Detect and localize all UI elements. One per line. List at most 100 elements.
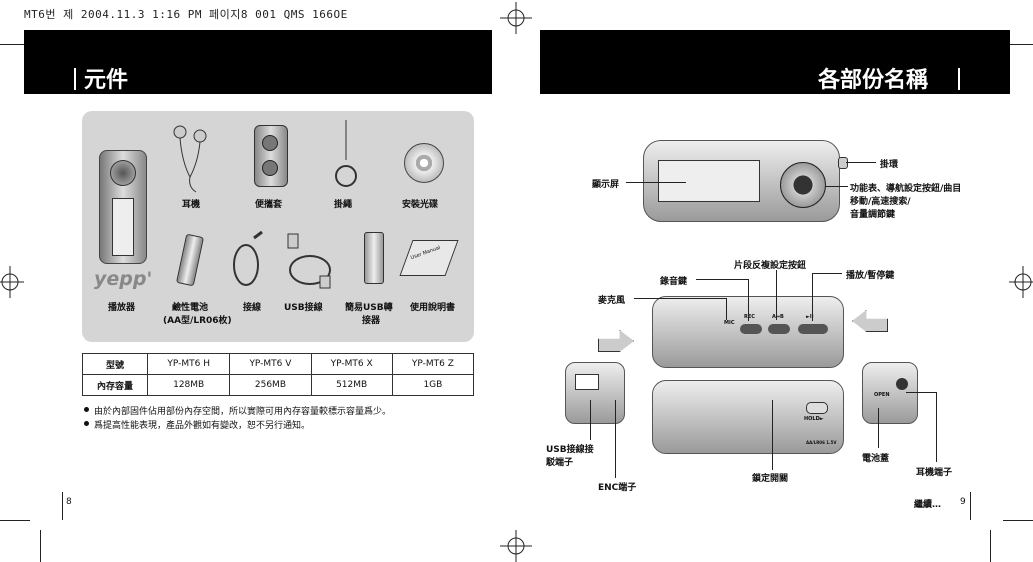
caption-earphones: 耳機 [182, 200, 201, 210]
play-button [798, 324, 828, 334]
table-cell: YP-MT6 Z [391, 353, 475, 375]
note-2: 爲提高性能表現，產品外觀如有變改，恕不另行通知。 [94, 421, 311, 431]
device-end-left [565, 362, 625, 424]
earphones-icon [173, 125, 207, 193]
leader-line [726, 298, 727, 320]
leader-line [936, 392, 937, 462]
caption-player: 播放器 [108, 303, 136, 313]
device-play-text: ►II [806, 314, 814, 320]
label-play-pause: 播放/暫停鍵 [846, 271, 895, 281]
page-rule [62, 492, 63, 520]
device-end-right [862, 362, 918, 424]
usb-adapter-image [364, 232, 384, 284]
caption-case: 便攜套 [255, 200, 283, 210]
caption-cd: 安裝光碟 [402, 200, 439, 210]
title-divider [74, 68, 76, 90]
left-page-title: 元件 [84, 68, 129, 93]
table-row: 型號 YP-MT6 H YP-MT6 V YP-MT6 X YP-MT6 Z [82, 353, 475, 375]
arrow-right-icon [852, 310, 888, 332]
device-mic-text: MIC [724, 320, 735, 326]
yepp-logo: yepp' [94, 268, 153, 290]
label-display: 顯示屏 [592, 180, 620, 190]
bullet-icon [84, 421, 89, 426]
registration-mark-icon [0, 266, 24, 298]
device-battery-text: AA/LR06 1.5V [806, 440, 837, 445]
arrow-left-icon [598, 330, 634, 352]
table-cell: 內存容量 [82, 374, 148, 396]
label-earphone-jack: 耳機端子 [916, 468, 953, 478]
table-cell: 256MB [229, 374, 312, 396]
label-enc: ENC端子 [598, 483, 637, 493]
leader-line [826, 186, 848, 187]
label-ab-repeat: 片段反複設定按鈕 [734, 261, 807, 271]
print-header: MT6번 제 2004.11.3 1:16 PM 페이지8 001 QMS 16… [24, 8, 348, 21]
leader-line [615, 400, 616, 478]
continue-text: 繼續… [914, 500, 942, 510]
table-row: 內存容量 128MB 256MB 512MB 1GB [82, 374, 475, 396]
crop-mark [990, 530, 991, 562]
strap-hook [838, 157, 848, 169]
hold-switch [806, 402, 828, 414]
cd-image [404, 143, 444, 183]
earphone-jack-icon [896, 378, 908, 390]
crop-mark [1003, 520, 1033, 521]
leader-line [626, 182, 686, 183]
table-cell: 512MB [310, 374, 393, 396]
leader-line [812, 273, 842, 274]
registration-mark-icon [1009, 266, 1033, 298]
page-rule [970, 492, 971, 520]
leader-line [748, 279, 749, 321]
leader-line [634, 298, 726, 299]
caption-usb-adapter: 簡易USB轉 [345, 303, 393, 313]
label-hold: 鎖定開關 [752, 474, 789, 484]
device-rec-text: REC [744, 314, 755, 320]
leader-line [906, 392, 936, 393]
caption-battery: 鹼性電池 [172, 303, 209, 313]
model-table: 型號 YP-MT6 H YP-MT6 V YP-MT6 X YP-MT6 Z 內… [82, 353, 475, 396]
device-ab-text: A↔B [772, 314, 784, 320]
registration-mark-icon [500, 530, 532, 562]
caption-usb-cable: USB接線 [284, 303, 323, 313]
usb-port-icon [575, 374, 599, 390]
rec-button [740, 324, 762, 334]
device-back [652, 380, 844, 454]
leader-line [772, 400, 773, 470]
crop-mark [0, 520, 30, 521]
player-wheel [110, 160, 136, 186]
right-header-bar [540, 30, 1010, 94]
caption-strap: 掛繩 [334, 200, 353, 210]
label-usb-1: USB接線接 [546, 445, 594, 455]
leader-line [812, 273, 813, 321]
registration-mark-icon [500, 2, 532, 34]
leader-line [846, 162, 876, 163]
case-hole [262, 135, 278, 151]
leader-line [590, 400, 591, 440]
device-open-text: OPEN [874, 392, 890, 398]
device-hold-text: HOLD► [804, 416, 824, 422]
left-header-bar [24, 30, 492, 94]
label-battery-cover: 電池蓋 [862, 454, 890, 464]
label-usb-2: 駁端子 [546, 458, 574, 468]
ab-button [768, 324, 790, 334]
label-strap-hook: 掛環 [880, 160, 899, 170]
device-screen [658, 160, 760, 202]
right-page-title: 各部份名稱 [818, 68, 929, 93]
crop-mark [1003, 44, 1033, 45]
caption-battery-type: (AA型/LR06枚) [163, 316, 232, 326]
leader-line [878, 408, 879, 448]
table-cell: YP-MT6 H [146, 353, 231, 375]
table-cell: 128MB [146, 374, 231, 396]
table-cell: 型號 [82, 353, 148, 375]
leader-line [776, 270, 777, 320]
neck-strap-icon [335, 120, 357, 187]
usb-cable-icon [287, 233, 331, 289]
title-divider [958, 68, 960, 90]
label-nav-2: 移動/高速搜索/ [850, 197, 911, 207]
label-mic: 麥克風 [598, 296, 626, 306]
page-number-left: 8 [66, 497, 72, 507]
bullet-icon [84, 407, 89, 412]
caption-usb-adapter-2: 接器 [362, 316, 381, 326]
nav-wheel [780, 162, 826, 208]
caption-cable: 接線 [243, 303, 262, 313]
table-cell: 1GB [391, 374, 475, 396]
